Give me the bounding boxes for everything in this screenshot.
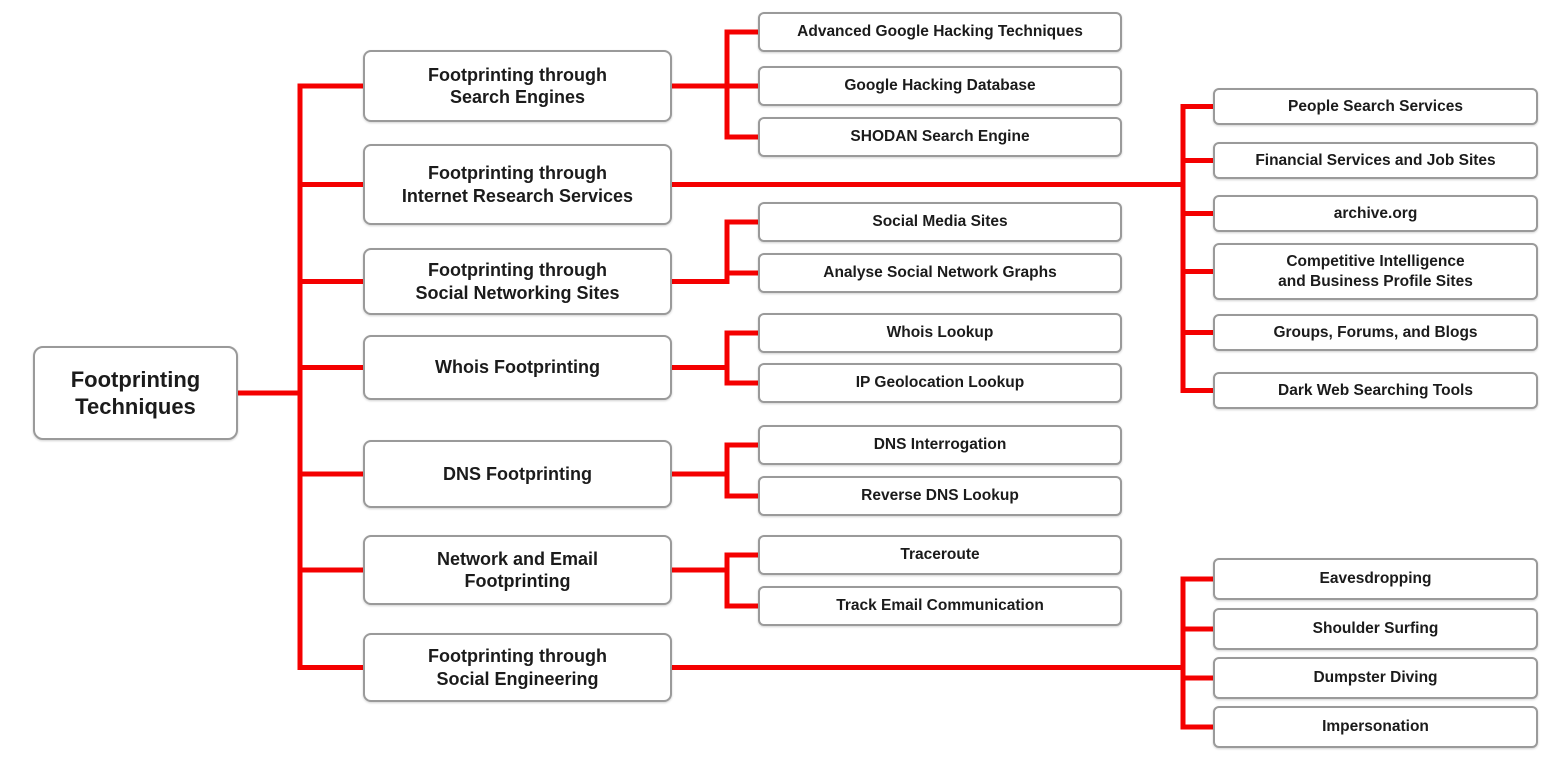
- node-traceroute: Traceroute: [758, 535, 1122, 575]
- node-shodan-search-engine: SHODAN Search Engine: [758, 117, 1122, 157]
- node-analyse-social-network-graphs: Analyse Social Network Graphs: [758, 253, 1122, 293]
- node-social-media-sites: Social Media Sites: [758, 202, 1122, 242]
- node-google-hacking-database: Google Hacking Database: [758, 66, 1122, 106]
- node-footprinting-through-internet-research-services: Footprinting through Internet Research S…: [363, 144, 672, 225]
- node-footprinting-techniques: Footprinting Techniques: [33, 346, 238, 440]
- node-footprinting-through-social-networking-sites: Footprinting through Social Networking S…: [363, 248, 672, 315]
- node-dumpster-diving: Dumpster Diving: [1213, 657, 1538, 699]
- node-footprinting-through-search-engines: Footprinting through Search Engines: [363, 50, 672, 122]
- node-financial-services-and-job-sites: Financial Services and Job Sites: [1213, 142, 1538, 179]
- node-reverse-dns-lookup: Reverse DNS Lookup: [758, 476, 1122, 516]
- node-competitive-intelligence-and-business-profile-sites: Competitive Intelligence and Business Pr…: [1213, 243, 1538, 300]
- node-whois-lookup: Whois Lookup: [758, 313, 1122, 353]
- node-impersonation: Impersonation: [1213, 706, 1538, 748]
- node-dns-interrogation: DNS Interrogation: [758, 425, 1122, 465]
- node-network-and-email-footprinting: Network and Email Footprinting: [363, 535, 672, 605]
- node-archive-org: archive.org: [1213, 195, 1538, 232]
- node-dark-web-searching-tools: Dark Web Searching Tools: [1213, 372, 1538, 409]
- node-eavesdropping: Eavesdropping: [1213, 558, 1538, 600]
- node-people-search-services: People Search Services: [1213, 88, 1538, 125]
- node-shoulder-surfing: Shoulder Surfing: [1213, 608, 1538, 650]
- node-track-email-communication: Track Email Communication: [758, 586, 1122, 626]
- node-groups-forums-and-blogs: Groups, Forums, and Blogs: [1213, 314, 1538, 351]
- node-ip-geolocation-lookup: IP Geolocation Lookup: [758, 363, 1122, 403]
- node-footprinting-through-social-engineering: Footprinting through Social Engineering: [363, 633, 672, 702]
- node-dns-footprinting: DNS Footprinting: [363, 440, 672, 508]
- node-advanced-google-hacking-techniques: Advanced Google Hacking Techniques: [758, 12, 1122, 52]
- node-whois-footprinting: Whois Footprinting: [363, 335, 672, 400]
